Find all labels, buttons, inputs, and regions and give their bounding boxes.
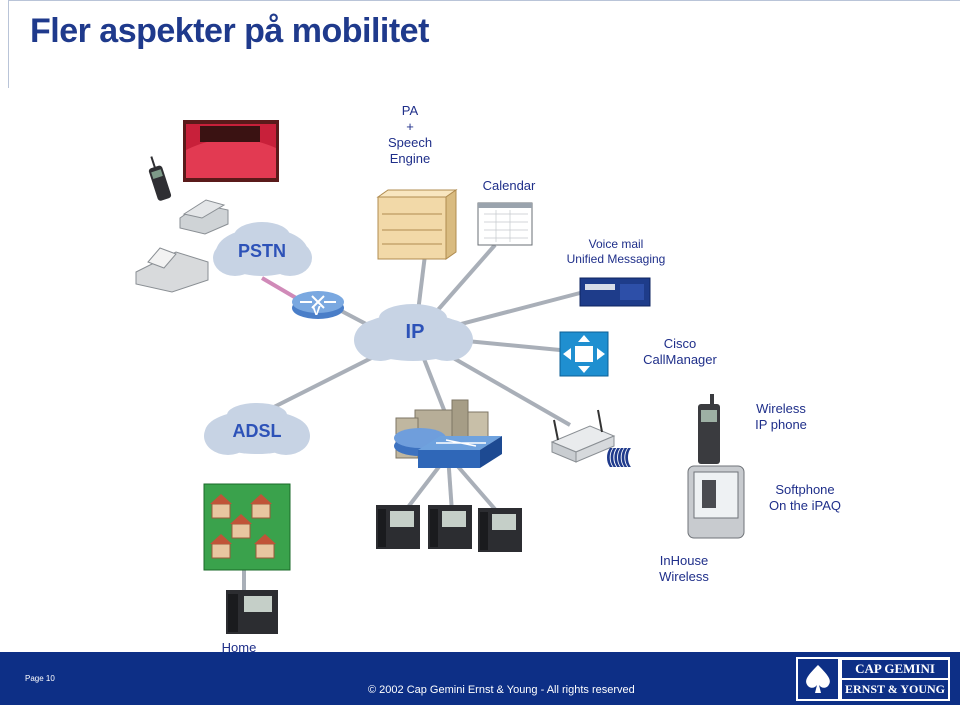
wireless-ip-phone-icon xyxy=(698,394,720,464)
spade-logo-icon xyxy=(798,659,838,699)
calendar-window-icon xyxy=(477,202,533,246)
home-phone-icon xyxy=(226,590,278,634)
copyright-text: © 2002 Cap Gemini Ernst & Young - All ri… xyxy=(368,684,635,696)
pstn-cloud-label: PSTN xyxy=(237,241,286,261)
calendar-label: Calendar xyxy=(482,178,536,193)
adsl-cloud-label: ADSL xyxy=(232,421,282,441)
ipaq-icon xyxy=(687,465,745,539)
pstn-cloud xyxy=(213,222,312,276)
ip-desk-phone-icon xyxy=(478,508,522,552)
router-label: V xyxy=(312,303,321,318)
adsl-cloud xyxy=(204,403,310,455)
ip-cloud xyxy=(354,304,473,361)
car-icon xyxy=(183,120,279,182)
speech-engine-server-icon xyxy=(376,189,458,260)
cellphone-icon xyxy=(148,156,172,201)
home-label: Home xyxy=(221,640,257,655)
title-rule-left xyxy=(8,0,9,88)
houses-icon xyxy=(203,483,291,571)
company-logo: CAP GEMINI ERNST & YOUNG xyxy=(796,657,950,701)
callmanager-icon xyxy=(559,331,609,377)
wireless-waves-icon: (((((( xyxy=(606,446,631,468)
title-rule-top xyxy=(8,0,960,1)
page-number: Page 10 xyxy=(25,674,55,683)
ip-desk-phone-icon xyxy=(376,505,420,549)
access-point-icon xyxy=(550,409,616,463)
logo-text-bottom: ERNST & YOUNG xyxy=(842,680,948,699)
router-icon xyxy=(292,291,344,319)
voicemail-server-icon xyxy=(579,277,651,307)
slide-title: Fler aspekter på mobilitet xyxy=(30,12,429,50)
desk-phone-icon xyxy=(179,199,229,235)
logo-text-top: CAP GEMINI xyxy=(842,660,948,678)
lan-switch-icon xyxy=(418,436,502,468)
fax-icon xyxy=(135,247,209,293)
ip-cloud-label: IP xyxy=(405,321,425,343)
network-diagram xyxy=(135,120,745,634)
ip-desk-phone-icon xyxy=(428,505,472,549)
